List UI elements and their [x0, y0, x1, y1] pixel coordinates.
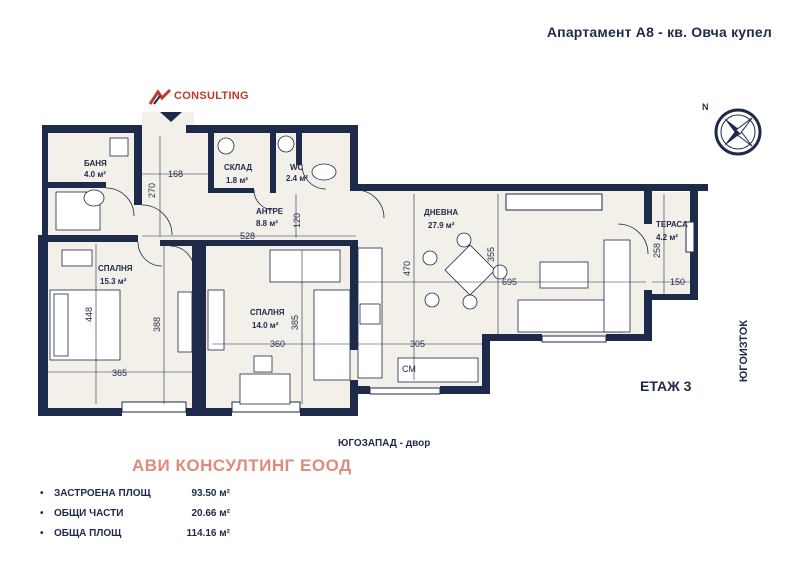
room-area-terrace: 4.2 м² [656, 233, 678, 242]
room-name-hall: АНТРЕ [256, 207, 284, 216]
bullet-icon: • [40, 488, 44, 499]
entrance-arrow-icon [160, 112, 182, 122]
room-area-bedroom-1: 15.3 м² [100, 277, 127, 286]
dim-695: 695 [502, 277, 517, 287]
svg-text:N: N [702, 102, 709, 112]
room-name-terrace: ТЕРАСА [656, 220, 688, 229]
dim-385: 385 [290, 315, 300, 330]
room-area-bath: 4.0 м² [84, 170, 106, 179]
fixture-cm-label: СМ [402, 364, 416, 374]
page-title: Апартамент А8 - кв. Овча купел [546, 24, 772, 40]
dim-355: 355 [486, 247, 496, 262]
dim-470: 470 [402, 261, 412, 276]
stat-value: 93.50 м² [191, 488, 230, 499]
stat-label: ОБЩИ ЧАСТИ [54, 508, 124, 519]
walls [38, 125, 708, 416]
dim-305: 305 [410, 339, 425, 349]
room-name-bath: БАНЯ [84, 159, 107, 168]
orientation-east-label: ЮГОИЗТОК [738, 320, 750, 383]
consulting-logo-icon [148, 88, 172, 105]
room-labels: БАНЯ 4.0 м² СКЛАД 1.8 м² WC 2.4 м² АНТРЕ… [84, 159, 688, 330]
stat-label: ОБЩА ПЛОЩ [54, 528, 122, 539]
room-name-storage: СКЛАД [224, 163, 252, 172]
room-name-wc: WC [290, 163, 304, 172]
room-area-living: 27.9 м² [428, 221, 455, 230]
compass-icon: N [702, 102, 762, 156]
dim-388: 388 [152, 317, 162, 332]
room-area-hall: 8.8 м² [256, 219, 278, 228]
dim-365: 365 [112, 368, 127, 378]
dimension-lines [48, 136, 690, 404]
dim-448: 448 [84, 307, 94, 322]
dim-528: 528 [240, 231, 255, 241]
stat-value: 20.66 м² [191, 508, 230, 519]
stat-value: 114.16 м² [186, 528, 230, 539]
windows [121, 193, 695, 413]
furniture [49, 135, 631, 405]
bullet-icon: • [40, 528, 44, 539]
room-name-bedroom-1: СПАЛНЯ [98, 264, 133, 273]
room-name-living: ДНЕВНА [424, 208, 458, 217]
room-area-storage: 1.8 м² [226, 176, 248, 185]
dim-120: 120 [292, 213, 302, 228]
room-area-bedroom-2: 14.0 м² [252, 321, 279, 330]
room-name-bedroom-2: СПАЛНЯ [250, 308, 285, 317]
dim-360: 360 [270, 339, 285, 349]
orientation-south-label: ЮГОЗАПАД - двор [338, 438, 431, 449]
dim-270: 270 [147, 183, 157, 198]
dimension-labels: 168 270 120 528 470 355 695 258 150 448 … [84, 169, 685, 378]
room-area-wc: 2.4 м² [286, 174, 308, 183]
company-name: АВИ КОНСУЛТИНГ ЕООД [132, 456, 352, 475]
stat-label: ЗАСТРОЕНА ПЛОЩ [54, 488, 151, 499]
dim-168: 168 [168, 169, 183, 179]
doors [105, 164, 649, 271]
bullet-icon: • [40, 508, 44, 519]
floor-label: ЕТАЖ 3 [640, 378, 692, 394]
dim-258: 258 [652, 243, 662, 258]
dim-150: 150 [670, 277, 685, 287]
logo-text: CONSULTING [174, 90, 249, 102]
